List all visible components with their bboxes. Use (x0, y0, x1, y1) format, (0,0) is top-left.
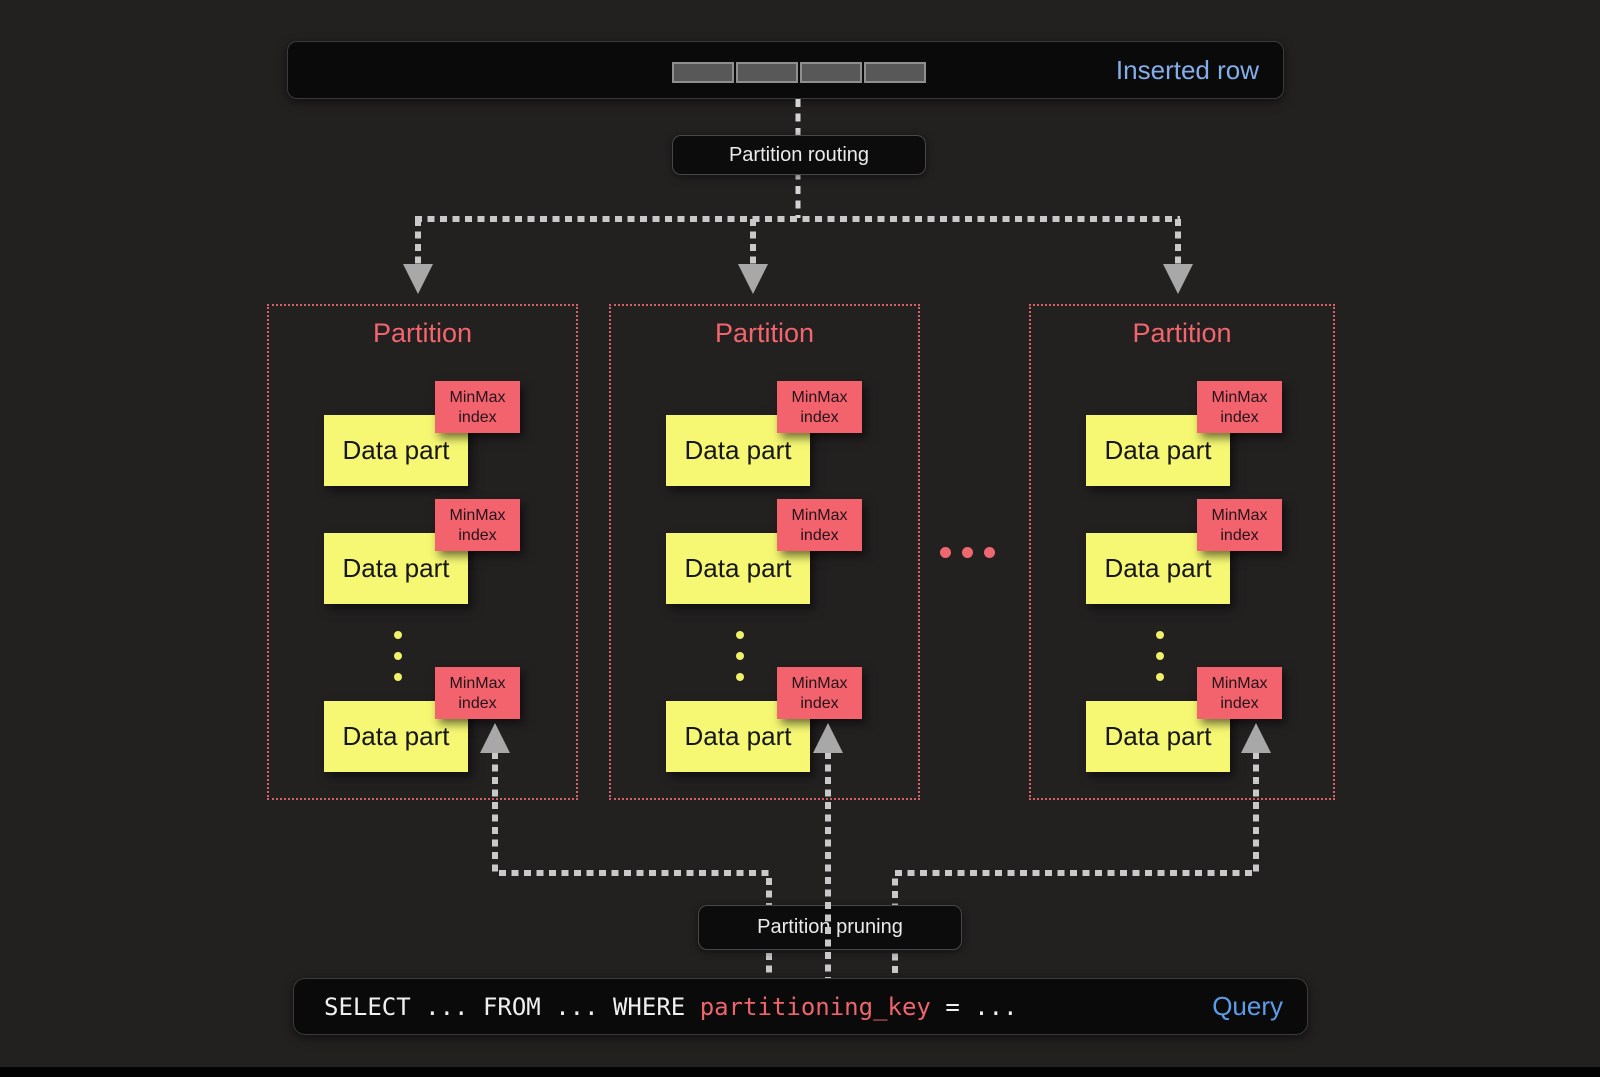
inserted-row-label: Inserted row (1115, 54, 1259, 85)
sql-partitioning-key: partitioning_key (699, 992, 931, 1021)
partition-pruning-pill: Partition pruning (698, 905, 962, 950)
inserted-row-box: Inserted row (287, 41, 1284, 99)
minmax-index-tag: MinMax index (1197, 499, 1282, 551)
ellipsis-dot-icon (962, 547, 973, 558)
partition-box-3: Partition MinMax index Data part MinMax … (1029, 304, 1335, 800)
minmax-index-tag: MinMax index (777, 667, 862, 719)
minmax-index-tag: MinMax index (435, 381, 520, 433)
gap-dot-icon (394, 673, 402, 681)
minmax-index-tag: MinMax index (435, 667, 520, 719)
gap-dot-icon (1156, 673, 1164, 681)
more-parts-dots (736, 631, 744, 681)
more-parts-dots (1156, 631, 1164, 681)
minmax-index-tag: MinMax index (777, 499, 862, 551)
gap-dot-icon (736, 631, 744, 639)
inserted-row-cells (672, 62, 926, 83)
minmax-index-tag: MinMax index (1197, 381, 1282, 433)
down-arrow-icon (738, 264, 768, 294)
data-part-box: Data part (324, 415, 468, 486)
partition-routing-pill: Partition routing (672, 135, 926, 175)
partition-box-2: Partition MinMax index Data part MinMax … (609, 304, 920, 800)
gap-dot-icon (736, 652, 744, 660)
gap-dot-icon (736, 673, 744, 681)
ellipsis-dot-icon (984, 547, 995, 558)
partition-title: Partition (372, 318, 473, 348)
row-cell-icon (800, 62, 862, 83)
partition-title: Partition (1132, 318, 1232, 348)
more-partitions-ellipsis (940, 547, 995, 558)
gap-dot-icon (394, 652, 402, 660)
gap-dot-icon (394, 631, 402, 639)
bottom-black-band (0, 1067, 1600, 1077)
more-parts-dots (394, 631, 402, 681)
down-arrow-icon (1163, 264, 1193, 294)
ellipsis-dot-icon (940, 547, 951, 558)
partition-pruning-label: Partition pruning (757, 916, 903, 938)
minmax-index-tag: MinMax index (777, 381, 862, 433)
sql-text: SELECT ... FROM ... WHERE partitioning_k… (324, 993, 1018, 1021)
row-cell-icon (672, 62, 734, 83)
down-arrow-icon (403, 264, 433, 294)
minmax-index-tag: MinMax index (1197, 667, 1282, 719)
gap-dot-icon (1156, 652, 1164, 660)
sql-suffix: = ... (930, 992, 1018, 1021)
minmax-index-tag: MinMax index (435, 499, 520, 551)
row-cell-icon (736, 62, 798, 83)
gap-dot-icon (1156, 631, 1164, 639)
query-box: SELECT ... FROM ... WHERE partitioning_k… (293, 978, 1308, 1035)
partition-box-1: Partition MinMax index Data part MinMax … (267, 304, 578, 800)
query-label: Query (1212, 991, 1283, 1021)
row-cell-icon (864, 62, 926, 83)
partition-routing-label: Partition routing (728, 143, 870, 166)
partition-title: Partition (714, 318, 815, 348)
routing-drop-lines (415, 219, 1181, 265)
sql-prefix: SELECT ... FROM ... WHERE (324, 992, 700, 1021)
